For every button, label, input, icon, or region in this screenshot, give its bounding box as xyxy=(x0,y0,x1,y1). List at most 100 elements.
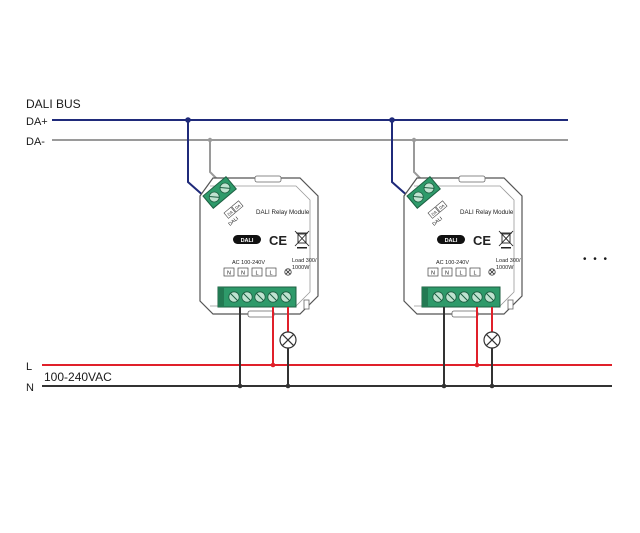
module-load-rating-line2: 1000W xyxy=(292,265,310,271)
power-screw-slot xyxy=(256,293,264,301)
bin-cross-2 xyxy=(294,230,310,247)
dali-terminal-tag: DA xyxy=(234,203,242,211)
power-terminal-tag-box xyxy=(441,267,453,277)
power-terminal-tag: N xyxy=(445,271,449,277)
bin-body xyxy=(297,233,307,244)
power-terminal-tag-box xyxy=(223,267,235,277)
power-screw-slot xyxy=(447,293,455,301)
dali-terminal-tag-box xyxy=(435,200,448,213)
dali-logo-badge xyxy=(233,235,261,244)
power-screw-slot xyxy=(230,293,238,301)
power-screw-slot xyxy=(282,293,290,301)
da-plus-junction xyxy=(389,117,395,123)
da-minus-junction xyxy=(411,137,417,143)
da-minus-junction xyxy=(207,137,213,143)
module-top-clip xyxy=(254,175,282,183)
line-junction xyxy=(270,362,276,368)
power-terminal-tag-box xyxy=(251,267,263,277)
continuation-dots: • • • xyxy=(583,254,609,265)
weee-bin-icon xyxy=(498,230,514,249)
da-minus-label: DA- xyxy=(26,136,45,148)
dali-terminal-tag-box xyxy=(223,206,236,219)
lamp-symbol-icon xyxy=(488,268,496,276)
lamp-cross-2 xyxy=(485,333,499,347)
module-bottom-clip xyxy=(247,310,275,318)
dali-logo-icon: DALI xyxy=(437,235,465,244)
power-terminal-end-cap xyxy=(422,287,428,307)
dali-terminal-label: DALI xyxy=(431,216,443,228)
dali-terminal-tag-box xyxy=(231,200,244,213)
module-input-rating: AC 100-240V xyxy=(232,260,265,266)
ce-mark-icon: CE xyxy=(269,233,287,248)
line-label: L xyxy=(26,361,32,373)
power-terminal-end-cap xyxy=(218,287,224,307)
power-screw-slot xyxy=(269,293,277,301)
module-input-rating: AC 100-240V xyxy=(436,260,469,266)
module-load-rating-line2: 1000W xyxy=(496,265,514,271)
lamp-cross-2 xyxy=(281,333,295,347)
dali-screw-slot xyxy=(220,187,230,189)
power-screw-slot xyxy=(460,293,468,301)
lamp-icon xyxy=(483,331,501,349)
da-plus-label: DA+ xyxy=(26,116,48,128)
neutral-label: N xyxy=(26,382,34,394)
lamp-return-junction xyxy=(285,383,291,389)
neutral-junction xyxy=(441,383,447,389)
bin-cross-2 xyxy=(498,230,514,247)
bin-body xyxy=(501,233,511,244)
module-load-rating-line1: Load 300/ xyxy=(496,258,521,264)
module-name: DALI Relay Module xyxy=(256,209,310,216)
module-top-clip xyxy=(458,175,486,183)
module-side-tab xyxy=(303,299,310,310)
lamp-symbol-icon xyxy=(284,268,292,276)
lamp-symbol-cross xyxy=(285,269,291,275)
lamp-return-junction xyxy=(489,383,495,389)
dali-terminal-block xyxy=(202,176,237,209)
da-plus-junction xyxy=(185,117,191,123)
bin-bar xyxy=(501,247,511,249)
neutral-junction xyxy=(237,383,243,389)
power-terminal-tag-box xyxy=(265,267,277,277)
dali-bus-title: DALI BUS xyxy=(26,97,81,111)
lamp-symbol-cross xyxy=(489,269,495,275)
power-terminal-tag: N xyxy=(241,271,245,277)
ce-mark-icon: CE xyxy=(473,233,491,248)
module-load-rating-line1: Load 300/ xyxy=(292,258,317,264)
power-terminal-tag-box xyxy=(237,267,249,277)
power-terminal-tag-box xyxy=(427,267,439,277)
power-terminal-tag-box xyxy=(455,267,467,277)
bin-bar xyxy=(297,247,307,249)
power-screw-slot xyxy=(243,293,251,301)
dali-terminal-label: DALI xyxy=(227,216,239,228)
dali-terminal-tag: DA xyxy=(438,203,446,211)
dali-logo-text: DALI xyxy=(445,238,458,244)
power-terminal-tag: N xyxy=(431,271,435,277)
power-terminal-tag: L xyxy=(459,271,462,277)
power-terminal-tag: L xyxy=(269,271,272,277)
power-terminal-tag: N xyxy=(227,271,231,277)
module-name: DALI Relay Module xyxy=(460,209,514,216)
power-screw-slot xyxy=(473,293,481,301)
dali-screw-slot xyxy=(424,187,434,189)
power-terminal-tag: L xyxy=(255,271,258,277)
dali-terminal-block xyxy=(406,176,441,209)
weee-bin-icon xyxy=(294,230,310,249)
dali-terminal-tag-box xyxy=(427,206,440,219)
dali-screw-slot xyxy=(413,196,424,198)
dali-terminal-tag: DA xyxy=(430,209,438,217)
power-terminal-tag: L xyxy=(473,271,476,277)
dali-logo-badge xyxy=(437,235,465,244)
voltage-label: 100-240VAC xyxy=(44,370,112,384)
module-side-tab xyxy=(507,299,514,310)
module-bottom-clip xyxy=(451,310,479,318)
power-screw-slot xyxy=(486,293,494,301)
lamp-icon xyxy=(279,331,297,349)
power-terminal-tag-box xyxy=(469,267,481,277)
line-junction xyxy=(474,362,480,368)
dali-logo-icon: DALI xyxy=(233,235,261,244)
